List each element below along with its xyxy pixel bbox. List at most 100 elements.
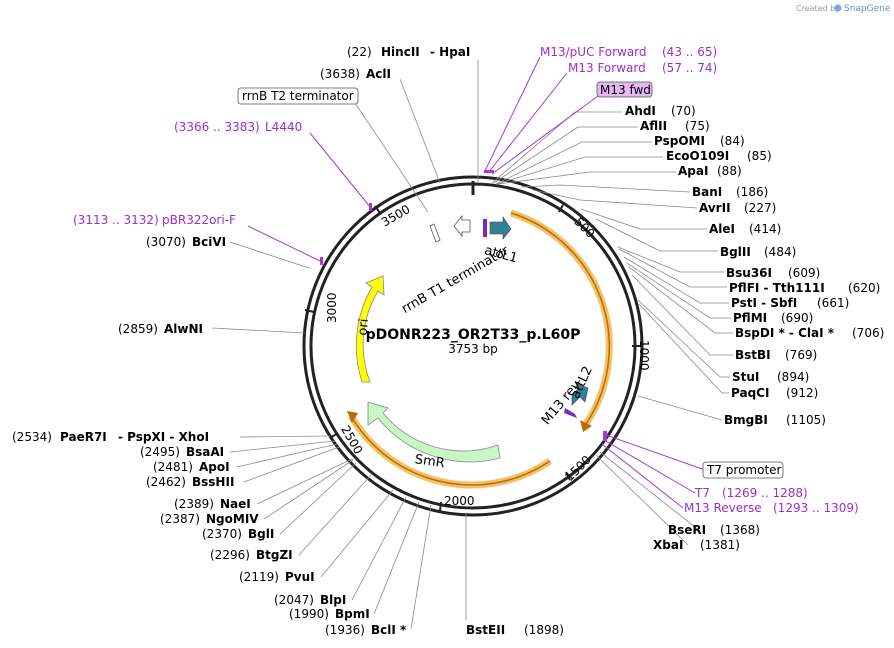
- enzyme-position: (2495): [140, 445, 180, 459]
- rrnb-t2-label: rrnB T2 terminator: [242, 89, 354, 103]
- enzyme-position: (2047): [274, 593, 314, 607]
- enzyme-name: NaeI: [220, 497, 251, 511]
- left-enzyme-labels: (22) HincII - HpaI (3638) AclI (3070) Bc…: [12, 45, 470, 637]
- tick-label-1000: 1000: [637, 340, 651, 371]
- enzyme-position: (1898): [524, 623, 564, 637]
- primer-range: (1293 .. 1309): [773, 501, 859, 515]
- primer-leader-lines: [247, 56, 706, 509]
- enzyme-position: (1381): [700, 538, 740, 552]
- primer-range: (3366 .. 3383): [174, 120, 260, 134]
- tick-label-3000: 3000: [325, 292, 339, 323]
- ori-label: ori: [356, 318, 372, 336]
- enzyme-position: (2859): [118, 322, 158, 336]
- enzyme-name: BssHII: [192, 475, 234, 489]
- primer-range: (43 .. 65): [662, 45, 717, 59]
- insert-arc: [510, 212, 610, 425]
- enzyme-position: (88): [717, 164, 742, 178]
- enzyme-name: BanI: [692, 185, 722, 199]
- t7-promoter-label: T7 promoter: [706, 463, 782, 477]
- enzyme-extra: - PspXI - XhoI: [118, 430, 209, 444]
- enzyme-name: ApaI: [678, 164, 708, 178]
- enzyme-name: PspOMI: [654, 134, 705, 148]
- backbone-arc: [350, 415, 551, 486]
- enzyme-name: AclI: [366, 67, 391, 81]
- enzyme-name: AleI: [709, 222, 735, 236]
- enzyme-name: BstEII: [466, 623, 505, 637]
- enzyme-position: (1936): [325, 623, 365, 637]
- primer-name: L4440: [265, 120, 302, 134]
- enzyme-position: (2119): [239, 570, 279, 584]
- primer-name: pBR322ori-F: [162, 213, 236, 227]
- t7-promoter-box: [702, 461, 784, 479]
- enzyme-name: AvrII: [699, 201, 731, 215]
- enzyme-position: (227): [744, 201, 776, 215]
- enzyme-position: (894): [777, 370, 809, 384]
- enzyme-name: BlpI: [320, 593, 346, 607]
- enzyme-name: BtgZI: [256, 548, 293, 562]
- backbone-outer: [302, 175, 644, 517]
- rrnb-t2-box: [237, 87, 359, 105]
- enzyme-position: (769): [785, 348, 817, 362]
- enzyme-position: (609): [788, 266, 820, 280]
- leader-lines: [211, 60, 733, 630]
- enzyme-name: PaqCI: [731, 386, 769, 400]
- enzyme-position: (620): [848, 281, 880, 295]
- snapgene-brand: SnapGene: [844, 4, 891, 14]
- primer-name: M13 Reverse: [684, 501, 762, 515]
- enzyme-name: ApoI: [199, 460, 230, 474]
- enzyme-position: (2462): [146, 475, 186, 489]
- m13-fwd-box-label: M13 fwd: [600, 83, 651, 97]
- enzyme-position: (3070): [146, 235, 186, 249]
- enzyme-name: PflFI - Tth111I: [729, 281, 825, 295]
- enzyme-name: AhdI: [625, 104, 656, 118]
- enzyme-position: (2387): [160, 512, 200, 526]
- enzyme-position: (1368): [720, 523, 760, 537]
- enzyme-position: (3638): [320, 67, 360, 81]
- primer-range: (1269 .. 1288): [722, 486, 808, 500]
- smr-feature: [367, 401, 501, 463]
- enzyme-name: BglII: [720, 245, 751, 259]
- enzyme-name: AlwNI: [164, 322, 203, 336]
- tick-2000: [439, 501, 442, 512]
- enzyme-name: XbaI: [653, 538, 683, 552]
- snapgene-logo-icon: [834, 4, 842, 12]
- enzyme-position: (186): [736, 185, 768, 199]
- enzyme-position: (661): [817, 296, 849, 310]
- primer-name: T7: [694, 486, 710, 500]
- tick-label-3500: 3500: [379, 202, 412, 229]
- enzyme-position: (75): [685, 119, 710, 133]
- enzyme-position: (690): [781, 311, 813, 325]
- enzyme-name: BglI: [248, 527, 274, 541]
- primer-range: (3113 .. 3132): [73, 213, 159, 227]
- smr-label: SmR: [414, 452, 446, 471]
- rrnb-t1-feature: [453, 214, 471, 238]
- created-by-text: Created by: [796, 4, 840, 13]
- ori-feature: [355, 275, 385, 383]
- tick-marks: [304, 181, 641, 512]
- m13-rev-feature: [564, 408, 577, 418]
- attl2-feature: [571, 382, 589, 406]
- plasmid-size: 3753 bp: [448, 342, 498, 356]
- enzyme-name: PvuI: [285, 570, 315, 584]
- enzyme-position: (2370): [202, 527, 242, 541]
- primer-labels: M13/pUC Forward (43 .. 65) M13 Forward (…: [73, 45, 859, 515]
- enzyme-name: NgoMIV: [206, 512, 259, 526]
- backbone-arc-arrowhead: [347, 411, 358, 423]
- tick-3000: [304, 309, 315, 313]
- enzyme-name: BmgBI: [724, 413, 768, 427]
- plasmid-name: pDONR223_OR2T33_p.L60P: [366, 327, 581, 343]
- enzyme-position: (414): [749, 222, 781, 236]
- enzyme-name: BpmI: [335, 607, 370, 621]
- enzyme-name: StuI: [732, 370, 759, 384]
- enzyme-name: AflII: [640, 119, 667, 133]
- enzyme-position: (1105): [786, 413, 826, 427]
- enzyme-position: (2534): [12, 430, 52, 444]
- enzyme-position: (2389): [174, 497, 214, 511]
- tick-1500: [565, 471, 571, 481]
- enzyme-name: BciVI: [192, 235, 226, 249]
- enzyme-position: (70): [671, 104, 696, 118]
- primer-name: M13 Forward: [568, 61, 646, 75]
- primer-range: (57 .. 74): [662, 61, 717, 75]
- right-enzyme-labels: AhdI (70) AflII (75) PspOMI (84) EcoO109…: [466, 104, 884, 637]
